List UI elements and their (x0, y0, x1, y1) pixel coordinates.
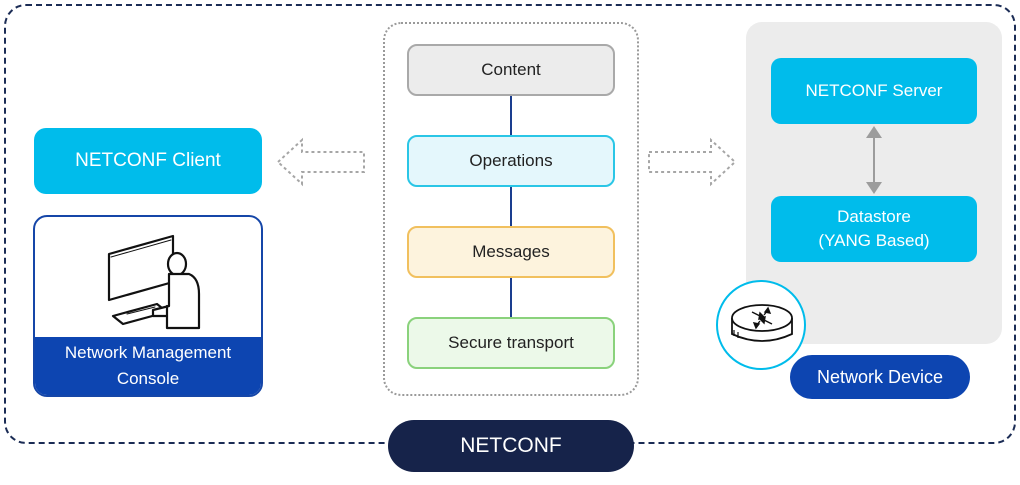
network-management-console: Network Management Console (33, 215, 263, 397)
network-device-label: Network Device (816, 366, 944, 387)
netconf-client-box: NETCONF Client (34, 128, 262, 194)
netconf-client-label: NETCONF Client (75, 150, 221, 171)
datastore-label-line2: (YANG Based) (818, 231, 930, 250)
protocol-stack (383, 22, 639, 396)
layer-secure-transport: Secure transport (407, 317, 615, 369)
netconf-label-pill: NETCONF (388, 420, 634, 472)
double-arrow-icon (866, 126, 882, 194)
datastore-box: Datastore (YANG Based) (771, 196, 977, 262)
layer-secure-transport-label: Secure transport (448, 333, 574, 352)
console-label-line1: Network Management (64, 343, 232, 362)
datastore-label-line1: Datastore (837, 207, 911, 226)
operator-at-computer-icon (107, 234, 201, 330)
router-badge (716, 280, 806, 370)
layer-content-label: Content (481, 60, 541, 79)
layer-messages: Messages (407, 226, 615, 278)
hollow-arrow-left-icon (276, 137, 365, 187)
stack-connector (510, 187, 512, 226)
netconf-server-label: NETCONF Server (805, 81, 943, 100)
stack-connector (510, 96, 512, 135)
console-label-line2: Console (116, 369, 180, 388)
network-device-badge: Network Device (790, 355, 970, 399)
layer-content: Content (407, 44, 615, 96)
stack-connector (510, 278, 512, 317)
router-icon (731, 304, 793, 342)
layer-operations: Operations (407, 135, 615, 187)
layer-operations-label: Operations (469, 151, 553, 170)
netconf-server-box: NETCONF Server (771, 58, 977, 124)
console-label: Network Management Console (35, 337, 261, 395)
netconf-label: NETCONF (460, 434, 562, 457)
layer-messages-label: Messages (472, 242, 550, 261)
hollow-arrow-right-icon (648, 137, 737, 187)
